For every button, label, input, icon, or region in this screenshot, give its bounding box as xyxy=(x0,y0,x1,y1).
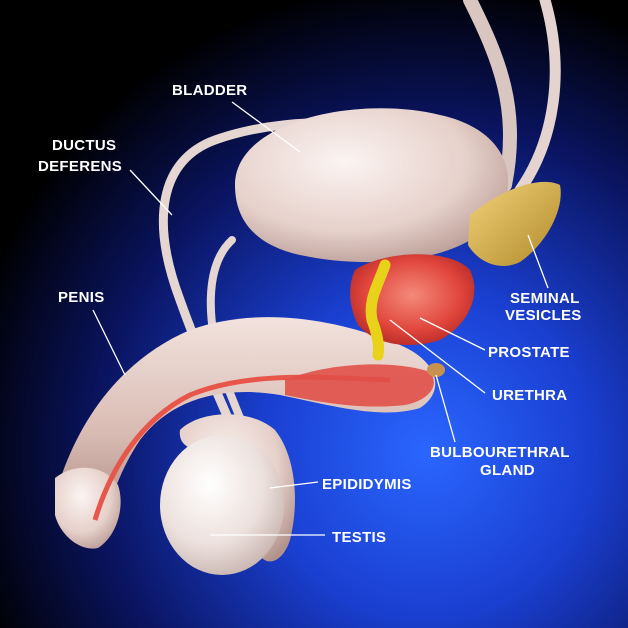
label-bladder: BLADDER xyxy=(172,82,247,99)
leader-ductus xyxy=(129,169,173,216)
leader-bladder xyxy=(231,101,301,153)
seminal-vesicles xyxy=(468,181,561,266)
testis xyxy=(160,435,284,575)
label-testis: TESTIS xyxy=(332,529,386,546)
label-prostate: PROSTATE xyxy=(488,344,570,361)
ductus-upper-tube xyxy=(514,0,561,196)
bladder xyxy=(235,108,509,263)
leader-penis xyxy=(92,309,126,376)
label-penis: PENIS xyxy=(58,289,105,306)
label-urethra: URETHRA xyxy=(492,387,567,404)
urethra-yellow xyxy=(365,259,391,361)
label-ductus-deferens-line2: DEFERENS xyxy=(38,158,122,175)
label-bulbourethral-gland-line2: GLAND xyxy=(480,462,535,479)
leader-bulbourethral xyxy=(435,374,456,443)
bulbourethral-gland xyxy=(427,363,445,377)
ureter-tube xyxy=(463,0,518,192)
leader-prostate xyxy=(419,317,486,351)
label-bulbourethral-gland-line1: BULBOURETHRAL xyxy=(430,444,570,461)
label-epididymis: EPIDIDYMIS xyxy=(322,476,412,493)
label-ductus-deferens-line1: DUCTUS xyxy=(52,137,116,154)
label-seminal-vesicles-line1: SEMINAL xyxy=(510,290,580,307)
leader-seminal xyxy=(527,234,549,289)
label-seminal-vesicles-line2: VESICLES xyxy=(505,307,582,324)
leader-epididymis xyxy=(269,481,319,489)
leader-urethra xyxy=(389,319,486,394)
bulb-red xyxy=(285,364,434,407)
